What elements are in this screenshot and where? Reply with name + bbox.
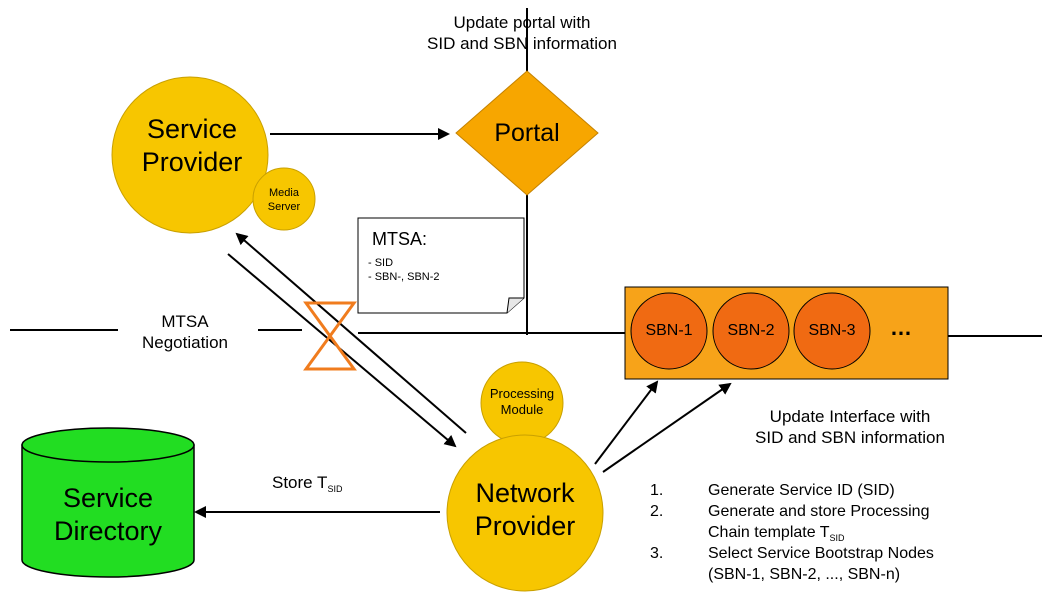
update-interface-line2: SID and SBN information [755, 428, 945, 447]
portal-label: Portal [494, 119, 560, 147]
step-3-text-line1: Select Service Bootstrap Nodes [708, 545, 934, 562]
network-provider-node [446, 434, 604, 592]
step-2-line2-main: Chain template T [708, 524, 830, 541]
service-provider-line2: Provider [141, 147, 243, 177]
arrow-network-to-sbn-1 [594, 380, 659, 465]
store-template-text: Store T [272, 473, 328, 492]
processing-module-line2: Module [500, 402, 544, 417]
mtsa-negotiation-line2: Negotiation [141, 333, 228, 352]
arrow-network-to-sbn-2 [602, 382, 732, 473]
sbn-node-2 [712, 292, 790, 370]
step-1-text: Generate Service ID (SID) [708, 482, 895, 499]
network-provider-line2: Provider [474, 511, 576, 541]
service-directory-line1: Service [62, 483, 154, 513]
step-2-text-line1: Generate and store Processing [708, 503, 930, 520]
mtsa-note-items: - SID - SBN-, SBN-2 [368, 256, 440, 284]
network-provider-label: Network Provider [445, 477, 605, 543]
media-server-node [252, 167, 316, 231]
sbn-node-3 [793, 292, 871, 370]
sbn-3-label: SBN-3 [808, 322, 856, 339]
service-provider-label: Service Provider [112, 113, 272, 179]
network-provider-line1: Network [475, 478, 575, 508]
service-directory-node [21, 427, 195, 578]
mtsa-note-item-sbn: - SBN-, SBN-2 [368, 271, 440, 283]
media-server-line1: Media [269, 187, 299, 199]
sbn-1-label: SBN-1 [645, 322, 693, 339]
sbn-node-1 [630, 292, 708, 370]
media-server-label: Media Server [254, 186, 314, 214]
service-provider-line1: Service [146, 114, 238, 144]
arrow-negotiation-to-provider [235, 232, 467, 434]
service-directory-label: Service Directory [28, 482, 188, 548]
update-interface-text: Update Interface with SID and SBN inform… [700, 406, 1000, 448]
media-server-line2: Server [267, 201, 301, 213]
sbn-2-label: SBN-2 [727, 322, 775, 339]
store-template-label: Store TSID [272, 472, 342, 496]
update-portal-text: Update portal with SID and SBN informati… [362, 12, 682, 54]
step-2-line2-sub: SID [829, 533, 845, 543]
update-portal-line1: Update portal with [453, 13, 591, 32]
step-2-text-line2: Chain template TSID [708, 522, 845, 545]
service-directory-line2: Directory [53, 516, 162, 546]
portal-node [455, 70, 599, 196]
steps-list: 1. Generate Service ID (SID) 2. Generate… [650, 480, 1030, 585]
processing-module-label: Processing Module [482, 386, 562, 418]
step-3-text-line2: (SBN-1, SBN-2, ..., SBN-n) [708, 566, 901, 583]
step-2-number: 2. [650, 503, 664, 520]
step-3-number: 3. [650, 545, 664, 562]
mtsa-negotiation-label: MTSA Negotiation [110, 311, 260, 353]
service-provider-node [111, 76, 269, 234]
mtsa-note-fold [506, 297, 524, 314]
mtsa-note-title: MTSA: [372, 229, 428, 249]
store-template-sub: SID [327, 484, 343, 494]
step-2: 2. Generate and store Processing Chain t… [650, 501, 1030, 543]
step-1-number: 1. [650, 482, 664, 499]
mtsa-negotiation-line1: MTSA [161, 312, 209, 331]
mtsa-note-item-sid: - SID [368, 257, 394, 269]
update-portal-line2: SID and SBN information [427, 34, 617, 53]
step-1: 1. Generate Service ID (SID) [650, 480, 1030, 501]
step-3: 3. Select Service Bootstrap Nodes (SBN-1… [650, 543, 1030, 585]
update-interface-line1: Update Interface with [769, 407, 931, 426]
sbn-ellipsis: … [890, 315, 912, 340]
negotiation-cross-marker [303, 301, 357, 371]
processing-module-line1: Processing [489, 386, 555, 401]
